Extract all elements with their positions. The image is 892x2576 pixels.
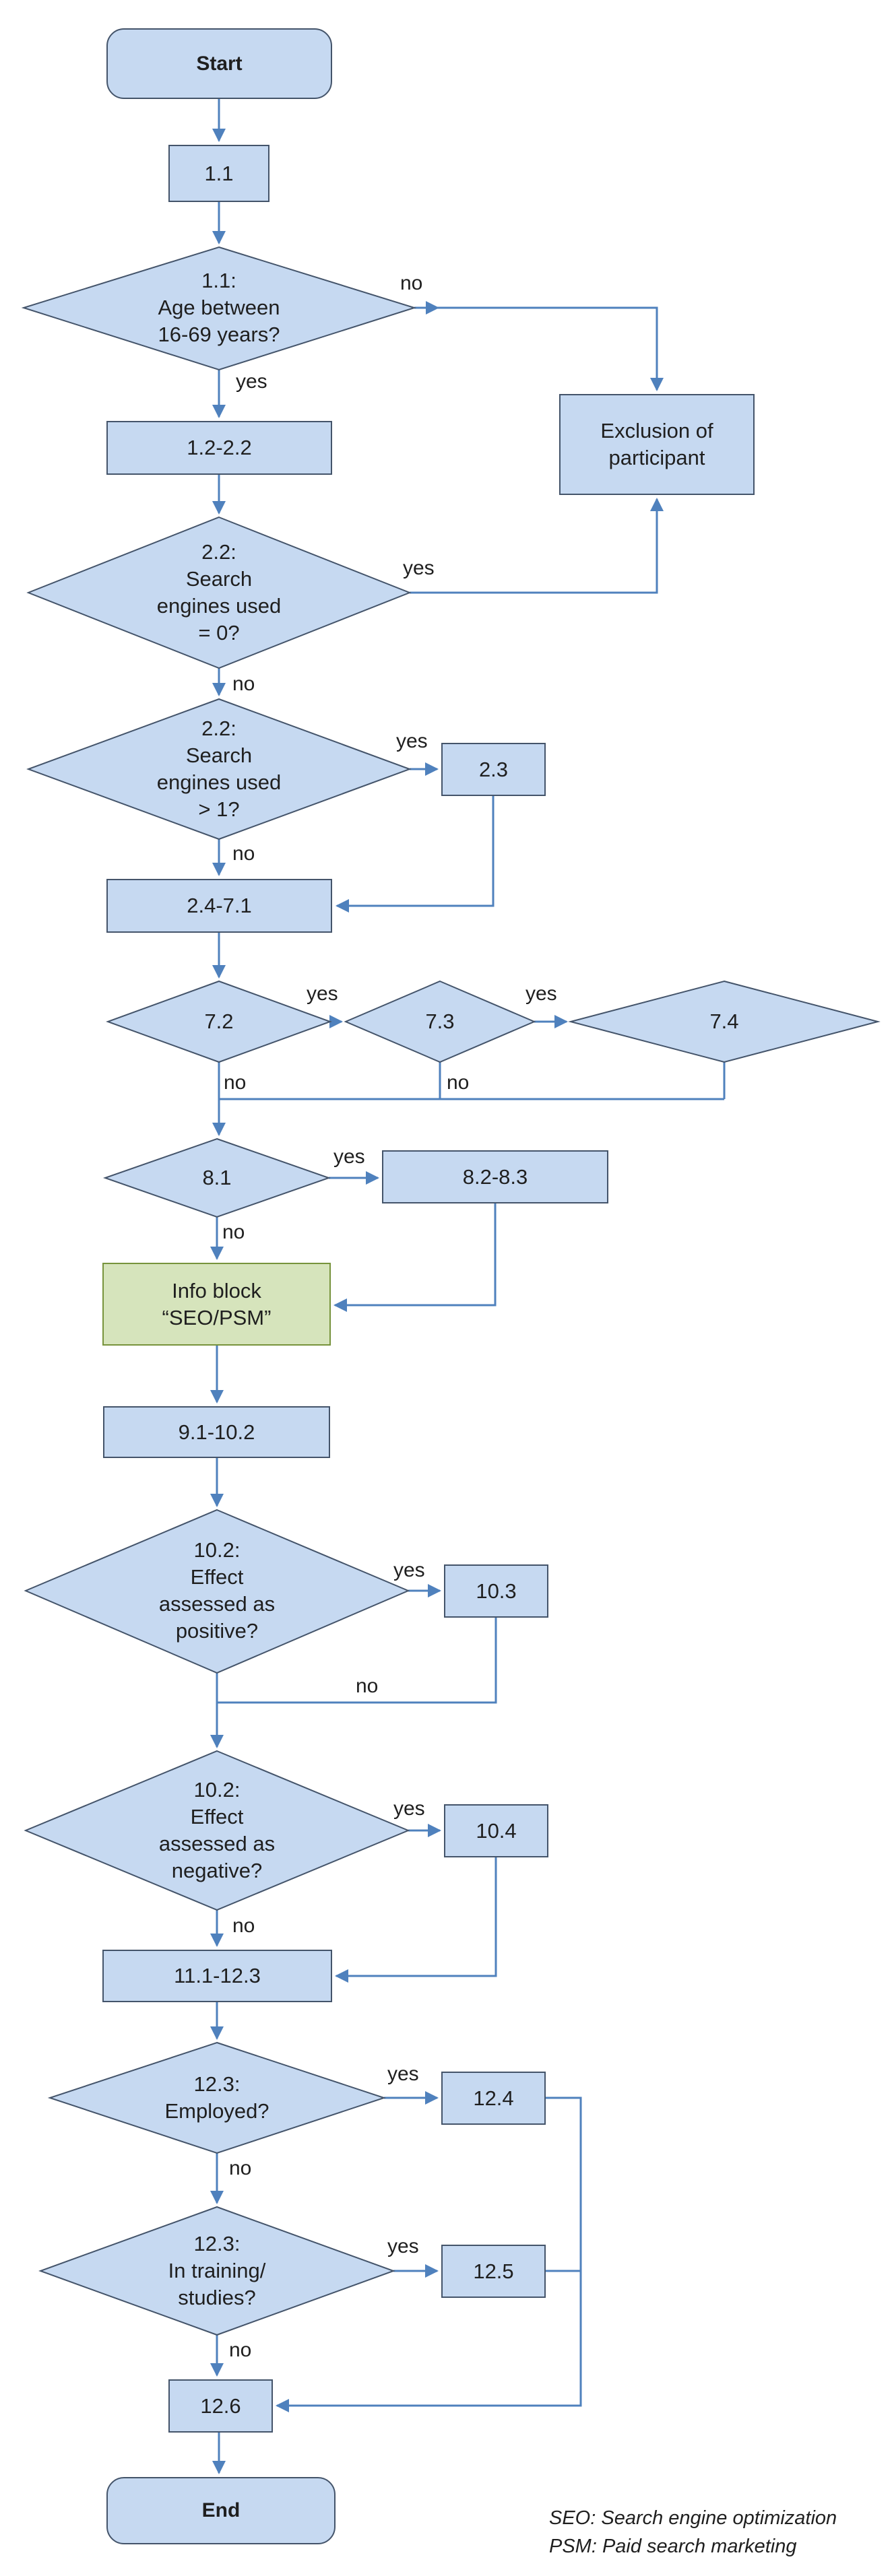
- edge-sezero-yes-to-exclusion: [410, 498, 664, 594]
- info-block-line-1: Info block: [172, 1278, 261, 1302]
- exclusion-line-1: Exclusion of: [600, 419, 713, 442]
- node-step-12-6: 12.6: [168, 2379, 273, 2433]
- node-info-block: Info block “SEO/PSM”: [102, 1263, 331, 1346]
- diamond-age-check: [21, 246, 417, 371]
- edge-age-no-to-exclusion: [434, 306, 664, 391]
- diamond-effect-negative: [24, 1750, 410, 1911]
- node-step-2-3: 2.3: [441, 743, 546, 796]
- edge-label-pos-yes: yes: [393, 1559, 425, 1581]
- node-step-10-3: 10.3: [444, 1564, 548, 1618]
- edge-2-3-to-2471: [336, 796, 495, 913]
- edge-10-4-return: [335, 1857, 497, 1983]
- edge-label-72-yes: yes: [307, 983, 338, 1005]
- edge-no-collector: [219, 1062, 726, 1135]
- diamond-search-engines-gt1: [26, 698, 412, 840]
- diamond-search-engines-zero: [26, 516, 412, 669]
- edge-label-age-no: no: [400, 272, 423, 294]
- edge-8283-to-info: [333, 1203, 497, 1312]
- node-step-8-2-8-3: 8.2-8.3: [382, 1150, 608, 1203]
- node-exclusion: Exclusion of participant: [559, 394, 755, 495]
- edge-label-training-yes: yes: [387, 2235, 419, 2257]
- edge-label-employed-yes: yes: [387, 2063, 419, 2085]
- diamond-7-4: [568, 980, 881, 1063]
- edge-label-age-yes: yes: [236, 370, 267, 393]
- edge-label-sezero-no: no: [232, 673, 255, 695]
- diamond-7-3: [344, 980, 536, 1063]
- diamond-8-1: [102, 1137, 331, 1218]
- decision-diamonds: [21, 246, 881, 2336]
- node-step-2-4-7-1: 2.4-7.1: [106, 879, 332, 933]
- edge-label-72-no: no: [224, 1071, 247, 1094]
- legend-seo: SEO: Search engine optimization: [549, 2507, 837, 2529]
- edge-label-segt1-no: no: [232, 843, 255, 865]
- edge-124-125-to-126: [276, 2096, 582, 2412]
- info-block-line-2: “SEO/PSM”: [162, 1305, 272, 1329]
- node-step-9-1-10-2: 9.1-10.2: [103, 1406, 330, 1458]
- legend-abbreviations: SEO: Search engine optimization PSM: Pai…: [549, 2504, 837, 2561]
- edge-label-73-no: no: [447, 1071, 470, 1094]
- edge-label-neg-no: no: [232, 1915, 255, 1937]
- edge-label-employed-no: no: [229, 2157, 252, 2179]
- edge-label-pos-no: no: [356, 1675, 379, 1697]
- node-end: End: [106, 2477, 336, 2544]
- node-step-10-4: 10.4: [444, 1804, 548, 1857]
- node-start: Start: [106, 28, 332, 99]
- node-step-11-1-12-3: 11.1-12.3: [102, 1950, 332, 2002]
- exclusion-line-2: participant: [608, 446, 705, 469]
- edge-10-3-return: [217, 1618, 497, 1704]
- diamond-employed: [47, 2041, 387, 2154]
- edge-lines: [217, 99, 726, 2474]
- edge-label-73-yes: yes: [525, 983, 557, 1005]
- edge-label-81-no: no: [222, 1221, 245, 1243]
- diamond-7-2: [106, 980, 332, 1063]
- edge-label-segt1-yes: yes: [396, 730, 428, 752]
- edge-label-training-no: no: [229, 2339, 252, 2361]
- edge-label-neg-yes: yes: [393, 1797, 425, 1820]
- node-step-12-4: 12.4: [441, 2072, 546, 2125]
- node-step-1-2-2-2: 1.2-2.2: [106, 421, 332, 475]
- diamond-effect-positive: [24, 1509, 410, 1674]
- legend-psm: PSM: Paid search marketing: [549, 2536, 797, 2557]
- node-step-1-1: 1.1: [168, 145, 269, 202]
- node-step-12-5: 12.5: [441, 2245, 546, 2298]
- edge-label-81-yes: yes: [333, 1146, 365, 1168]
- edge-label-sezero-yes: yes: [403, 557, 435, 579]
- diamond-in-training: [38, 2206, 395, 2336]
